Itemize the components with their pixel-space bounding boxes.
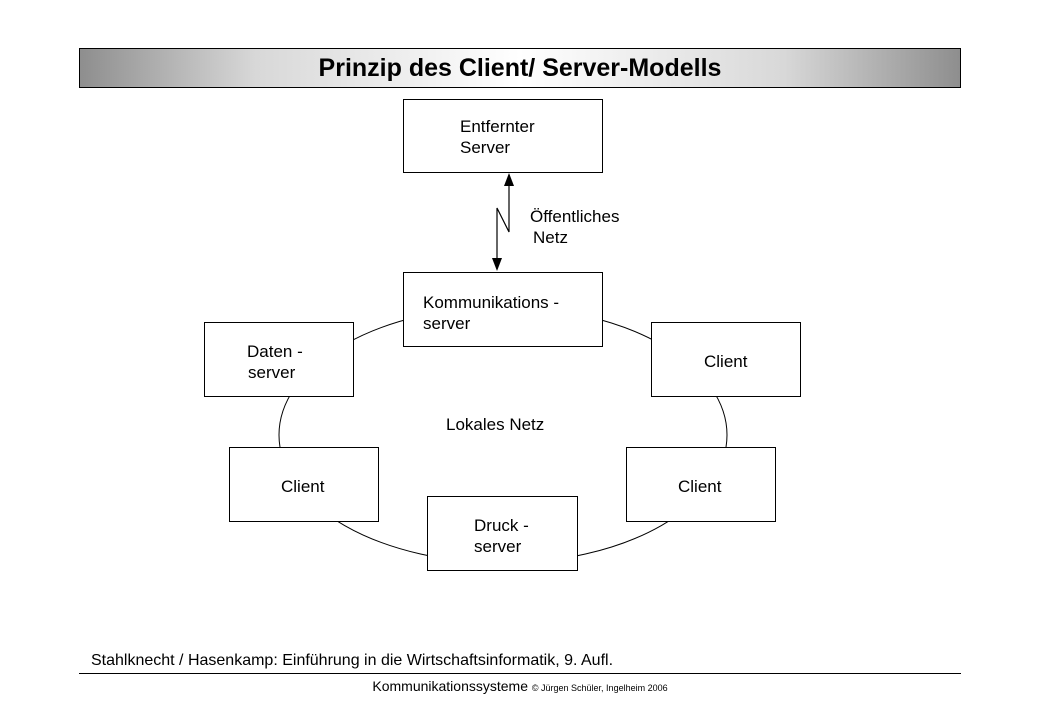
data-server-label-2: server (248, 363, 296, 382)
public-network-label-2: Netz (533, 228, 568, 247)
reference-text: Stahlknecht / Hasenkamp: Einführung in d… (91, 652, 614, 669)
title-bar: Prinzip des Client/ Server-Modells (79, 48, 961, 88)
data-server-label-1: Daten - (247, 342, 303, 361)
client-left-box (229, 447, 379, 522)
print-server-label-2: server (474, 537, 522, 556)
client-right-top-box (651, 322, 801, 397)
footer-main: Kommunikationssysteme (372, 678, 528, 694)
public-network-label-1: Öffentliches (530, 207, 620, 226)
print-server-box (427, 496, 578, 571)
remote-server-label-2: Server (460, 138, 511, 157)
footer: Kommunikationssysteme © Jürgen Schüler, … (0, 678, 1040, 694)
local-network-label: Lokales Netz (446, 415, 545, 434)
client-left-label: Client (281, 477, 325, 496)
comm-server-label-1: Kommunikations - (423, 293, 560, 312)
remote-server-box (403, 99, 603, 173)
data-server-box (204, 322, 354, 397)
arrow-up-icon (504, 173, 514, 186)
footer-copyright: © Jürgen Schüler, Ingelheim 2006 (531, 683, 668, 693)
comm-server-label-2: server (423, 314, 471, 333)
remote-server-label-1: Entfernter (460, 117, 535, 136)
page-title: Prinzip des Client/ Server-Modells (318, 53, 722, 82)
client-right-bottom-box (626, 447, 776, 522)
public-network-link (496, 184, 510, 260)
arrow-down-icon (492, 258, 502, 271)
comm-server-box (403, 272, 603, 347)
client-right-top-label: Client (704, 352, 748, 371)
print-server-label-1: Druck - (474, 516, 529, 535)
footer-divider (79, 673, 961, 674)
client-right-bottom-label: Client (678, 477, 722, 496)
